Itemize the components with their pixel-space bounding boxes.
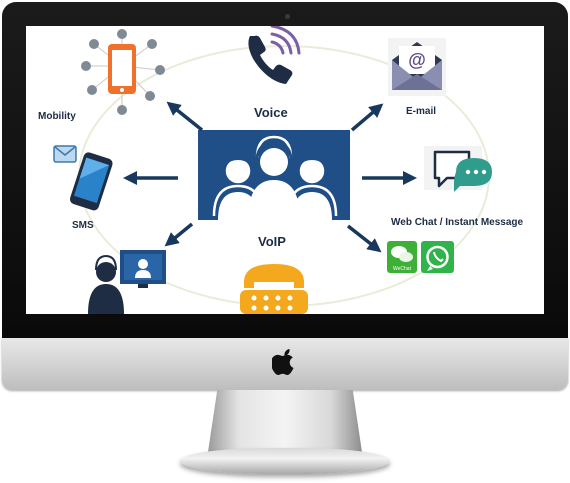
arrow-mobility	[166, 101, 204, 132]
voip-label: VoIP	[258, 234, 286, 249]
email-label: E-mail	[406, 106, 437, 117]
svg-text:@: @	[408, 50, 426, 70]
voip-phone-icon	[240, 264, 308, 314]
contact-center-node	[198, 130, 350, 220]
agent-at-monitor-icon	[88, 250, 166, 314]
chat-bubble-icon	[424, 146, 492, 192]
channels-diagram: @ WeChat	[53, 26, 492, 314]
camera-dot	[285, 14, 290, 19]
sms-label: SMS	[72, 220, 94, 231]
arrow-agent	[164, 222, 194, 247]
arrow-wechat	[346, 224, 382, 253]
whatsapp-icon	[421, 241, 454, 273]
arrow-email	[350, 103, 384, 132]
svg-text:WeChat: WeChat	[393, 266, 412, 272]
mobile-apps-icon	[81, 29, 165, 115]
monitor-stand-base	[180, 448, 390, 474]
webchat-label: Web Chat / Instant Message	[391, 217, 524, 228]
envelope-icon: @	[388, 38, 446, 96]
apple-logo-icon	[272, 349, 294, 375]
voice-label: Voice	[254, 105, 288, 120]
wechat-icon: WeChat	[387, 241, 417, 273]
monitor-stand-neck	[208, 390, 362, 452]
monitor-screen: @ WeChat	[26, 26, 544, 314]
phone-sound-icon	[248, 26, 301, 84]
mobility-label: Mobility	[38, 111, 76, 122]
phone-sms-icon	[53, 145, 113, 211]
arrows	[123, 101, 417, 253]
